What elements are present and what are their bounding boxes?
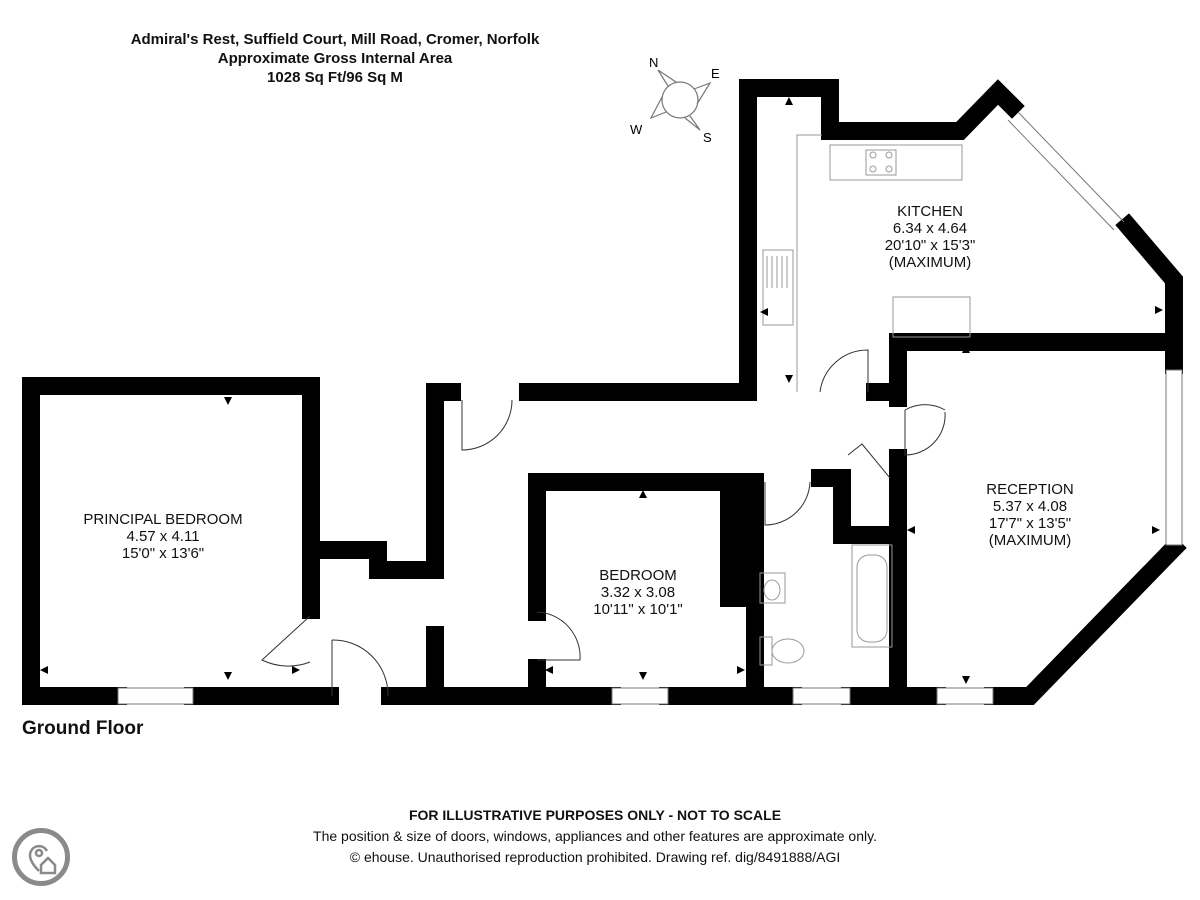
copyright: © ehouse. Unauthorised reproduction proh… (349, 849, 841, 865)
room-name: KITCHEN (897, 203, 963, 220)
room-imperial: 17'7" x 13'5" (988, 515, 1072, 532)
walls (22, 79, 1187, 705)
cupboard (720, 482, 750, 607)
room-note: (MAXIMUM) (988, 532, 1072, 549)
room-kitchen: KITCHEN 6.34 x 4.64 20'10" x 15'3" (MAXI… (860, 203, 1000, 271)
room-bedroom: BEDROOM 3.32 x 3.08 10'11" x 10'1" (568, 567, 708, 618)
doors (261, 349, 946, 697)
ehouse-logo-icon (12, 828, 70, 886)
room-metric: 3.32 x 3.08 (600, 584, 676, 601)
room-imperial: 15'0" x 13'6" (121, 545, 205, 562)
room-imperial: 20'10" x 15'3" (884, 237, 976, 254)
disclaimer: FOR ILLUSTRATIVE PURPOSES ONLY - NOT TO … (408, 807, 782, 823)
room-note: (MAXIMUM) (888, 254, 972, 271)
room-metric: 6.34 x 4.64 (892, 220, 968, 237)
area-label: Approximate Gross Internal Area (217, 50, 453, 67)
room-principal-bedroom: PRINCIPAL BEDROOM 4.57 x 4.11 15'0" x 13… (58, 511, 268, 562)
plan-header: Admiral's Rest, Suffield Court, Mill Roa… (40, 30, 630, 87)
room-metric: 5.37 x 4.08 (992, 498, 1068, 515)
room-reception: RECEPTION 5.37 x 4.08 17'7" x 13'5" (MAX… (960, 481, 1100, 549)
windows (117, 111, 1183, 705)
compass-n: N (649, 55, 658, 70)
area-value: 1028 Sq Ft/96 Sq M (267, 69, 403, 86)
room-name: BEDROOM (599, 567, 677, 584)
room-metric: 4.57 x 4.11 (126, 528, 200, 545)
room-name: RECEPTION (986, 481, 1074, 498)
footer: FOR ILLUSTRATIVE PURPOSES ONLY - NOT TO … (220, 805, 970, 868)
address: Admiral's Rest, Suffield Court, Mill Roa… (130, 31, 540, 48)
compass-s: S (703, 130, 712, 145)
floor-label: Ground Floor (22, 718, 144, 739)
kitchen-units (759, 134, 971, 666)
compass-icon (649, 69, 712, 131)
dimension-arrows (40, 97, 1163, 684)
compass-w: W (630, 122, 643, 137)
compass-e: E (711, 66, 720, 81)
room-imperial: 10'11" x 10'1" (593, 601, 683, 618)
footer-note: The position & size of doors, windows, a… (313, 828, 877, 844)
room-name: PRINCIPAL BEDROOM (83, 511, 243, 528)
